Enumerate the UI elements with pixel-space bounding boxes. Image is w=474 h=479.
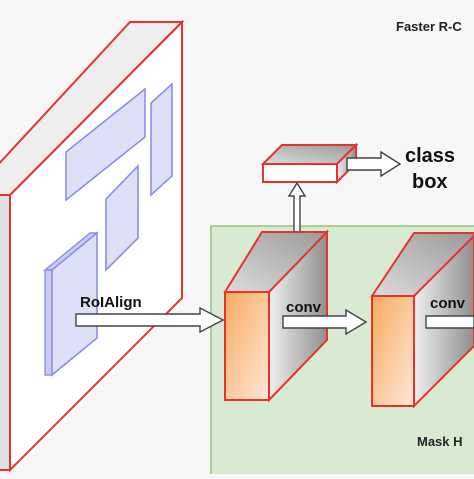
roi-block-side [51, 231, 98, 377]
roi-boxes [43, 82, 173, 377]
roi-box [65, 87, 146, 202]
conv-label-1: conv [286, 299, 322, 316]
conv-arrow [282, 308, 368, 336]
box-label: box [412, 171, 448, 193]
class-box-block [260, 142, 359, 185]
feature-map-top [0, 21, 185, 196]
roi-block-front [44, 269, 53, 376]
conv-block-2-front [371, 295, 415, 407]
mask-head-label: Mask H [417, 434, 463, 449]
class-label: class [405, 145, 455, 167]
roi-box [105, 164, 139, 272]
roialign-arrow [75, 306, 225, 334]
conv-label-2: conv [430, 295, 466, 312]
faster-rcnn-label: Faster R-C [396, 19, 462, 34]
up-arrow [287, 181, 307, 235]
roi-box [150, 82, 173, 197]
roialign-label: RoIAlign [80, 294, 142, 311]
class-box-block-front [262, 163, 338, 183]
conv-block-1-front [224, 291, 270, 401]
class-box-arrow [346, 150, 402, 178]
feature-map-front-edge [0, 194, 11, 471]
conv-arrow-out [425, 315, 474, 329]
